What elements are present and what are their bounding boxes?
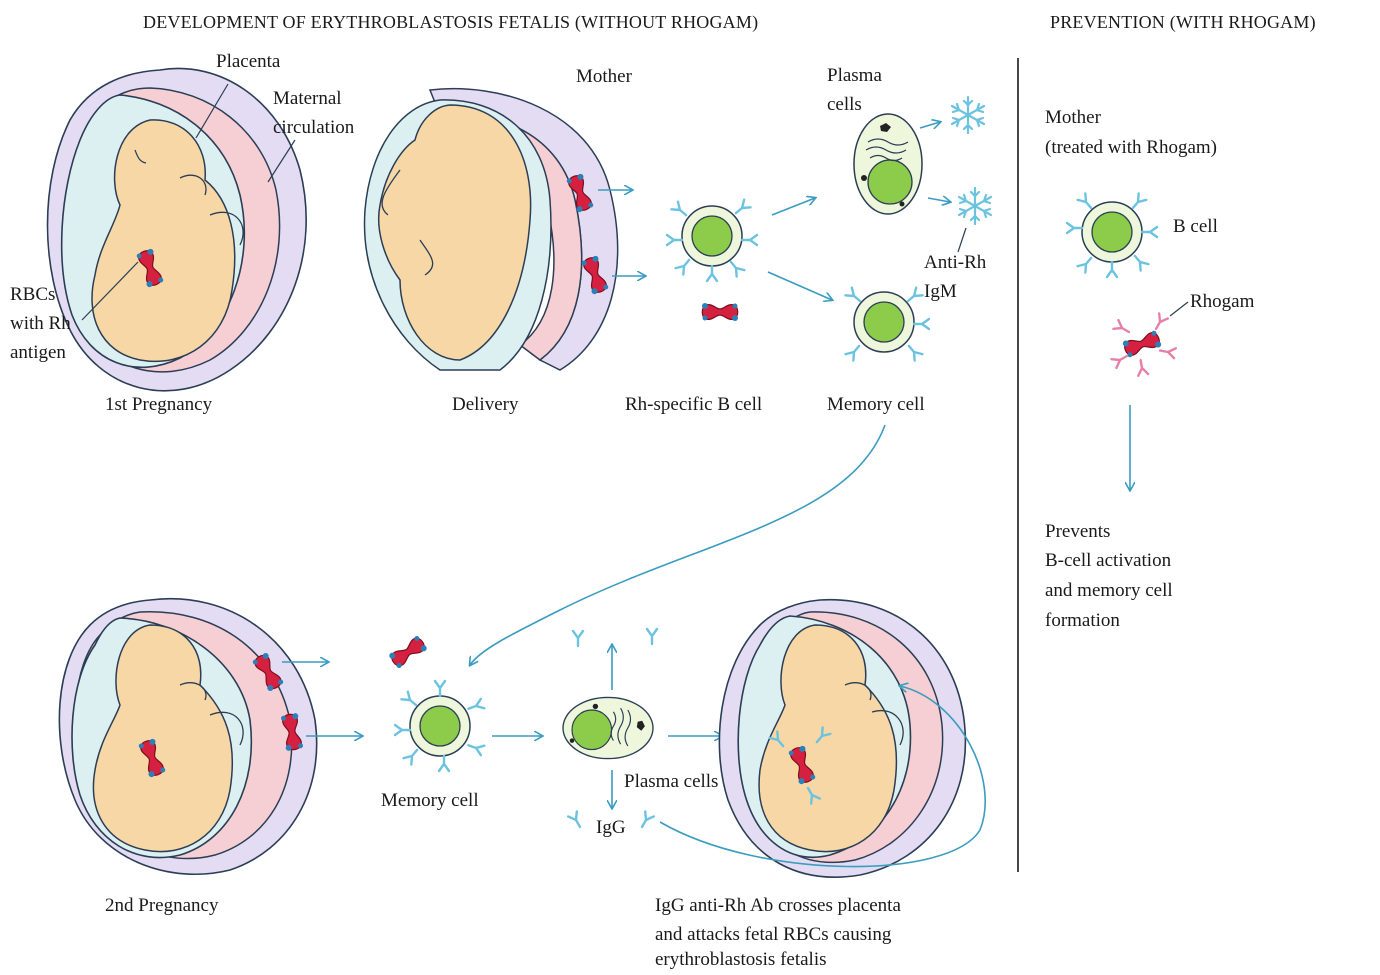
caption-line-3: erythroblastosis fetalis [655,945,827,974]
label-igg: IgG [596,813,626,842]
label-rh-specific-b-cell: Rh-specific B cell [625,390,762,419]
igm-antibody-1 [952,97,984,133]
affected-fetus-illustration [719,600,965,877]
label-first-pregnancy: 1st Pregnancy [105,390,212,419]
label-memory-cell-formation: and memory cell [1045,576,1173,605]
label-plasma-cells-bottom: Plasma cells [624,767,718,796]
arrow-to-plasma [772,198,815,215]
label-memory-cell-top: Memory cell [827,390,925,419]
rbc-free-top [702,303,738,321]
label-memory-cell-bottom: Memory cell [381,786,479,815]
plasma-cell-top [854,114,922,214]
label-circulation: circulation [273,113,354,142]
leader-rhogam [1170,302,1188,316]
caption-line-1: IgG anti-Rh Ab crosses placenta [655,891,901,920]
rbc-free-bottom [388,634,428,669]
first-pregnancy-illustration [48,68,307,390]
rhogam-bound-rbc [1111,313,1175,375]
igg-antibody-2 [647,629,657,644]
label-treated-with-rhogam: (treated with Rhogam) [1045,133,1217,162]
arrow-to-memory [768,272,832,300]
igg-antibody-4 [638,811,654,829]
label-second-pregnancy: 2nd Pregnancy [105,891,218,920]
label-rbcs: RBCs [10,280,55,309]
label-b-cell-activation: B-cell activation [1045,546,1171,575]
title-with-rhogam: PREVENTION (WITH RHOGAM) [1050,8,1316,37]
rh-specific-b-cell [667,200,757,281]
igg-antibody-1 [573,631,583,646]
second-pregnancy-illustration [59,599,316,875]
memory-cell-top [845,288,929,361]
label-anti-rh: Anti-Rh [924,248,986,277]
label-placenta: Placenta [216,47,280,76]
label-rhogam: Rhogam [1190,287,1254,316]
delivery-illustration [365,89,618,370]
label-antigen: antigen [10,338,66,367]
label-prevention-b-cell: B cell [1173,212,1218,241]
igg-antibody-3 [568,811,584,829]
title-without-rhogam: DEVELOPMENT OF ERYTHROBLASTOSIS FETALIS … [143,8,758,37]
label-plasma: Plasma [827,61,882,90]
memory-cell-bottom [395,681,484,771]
igm-antibody-2 [959,188,991,224]
label-delivery: Delivery [452,390,518,419]
label-mother: Mother [576,62,632,91]
label-with-rh: with Rh [10,309,71,338]
label-formation: formation [1045,606,1120,635]
prevention-b-cell [1067,193,1157,277]
arrow-igm-2 [928,198,950,202]
label-maternal: Maternal [273,84,342,113]
label-igm: IgM [924,277,957,306]
plasma-cell-bottom [563,697,653,758]
arrow-igm-1 [920,122,940,128]
label-cells: cells [827,90,862,119]
label-prevention-mother: Mother [1045,103,1101,132]
label-prevents: Prevents [1045,517,1110,546]
